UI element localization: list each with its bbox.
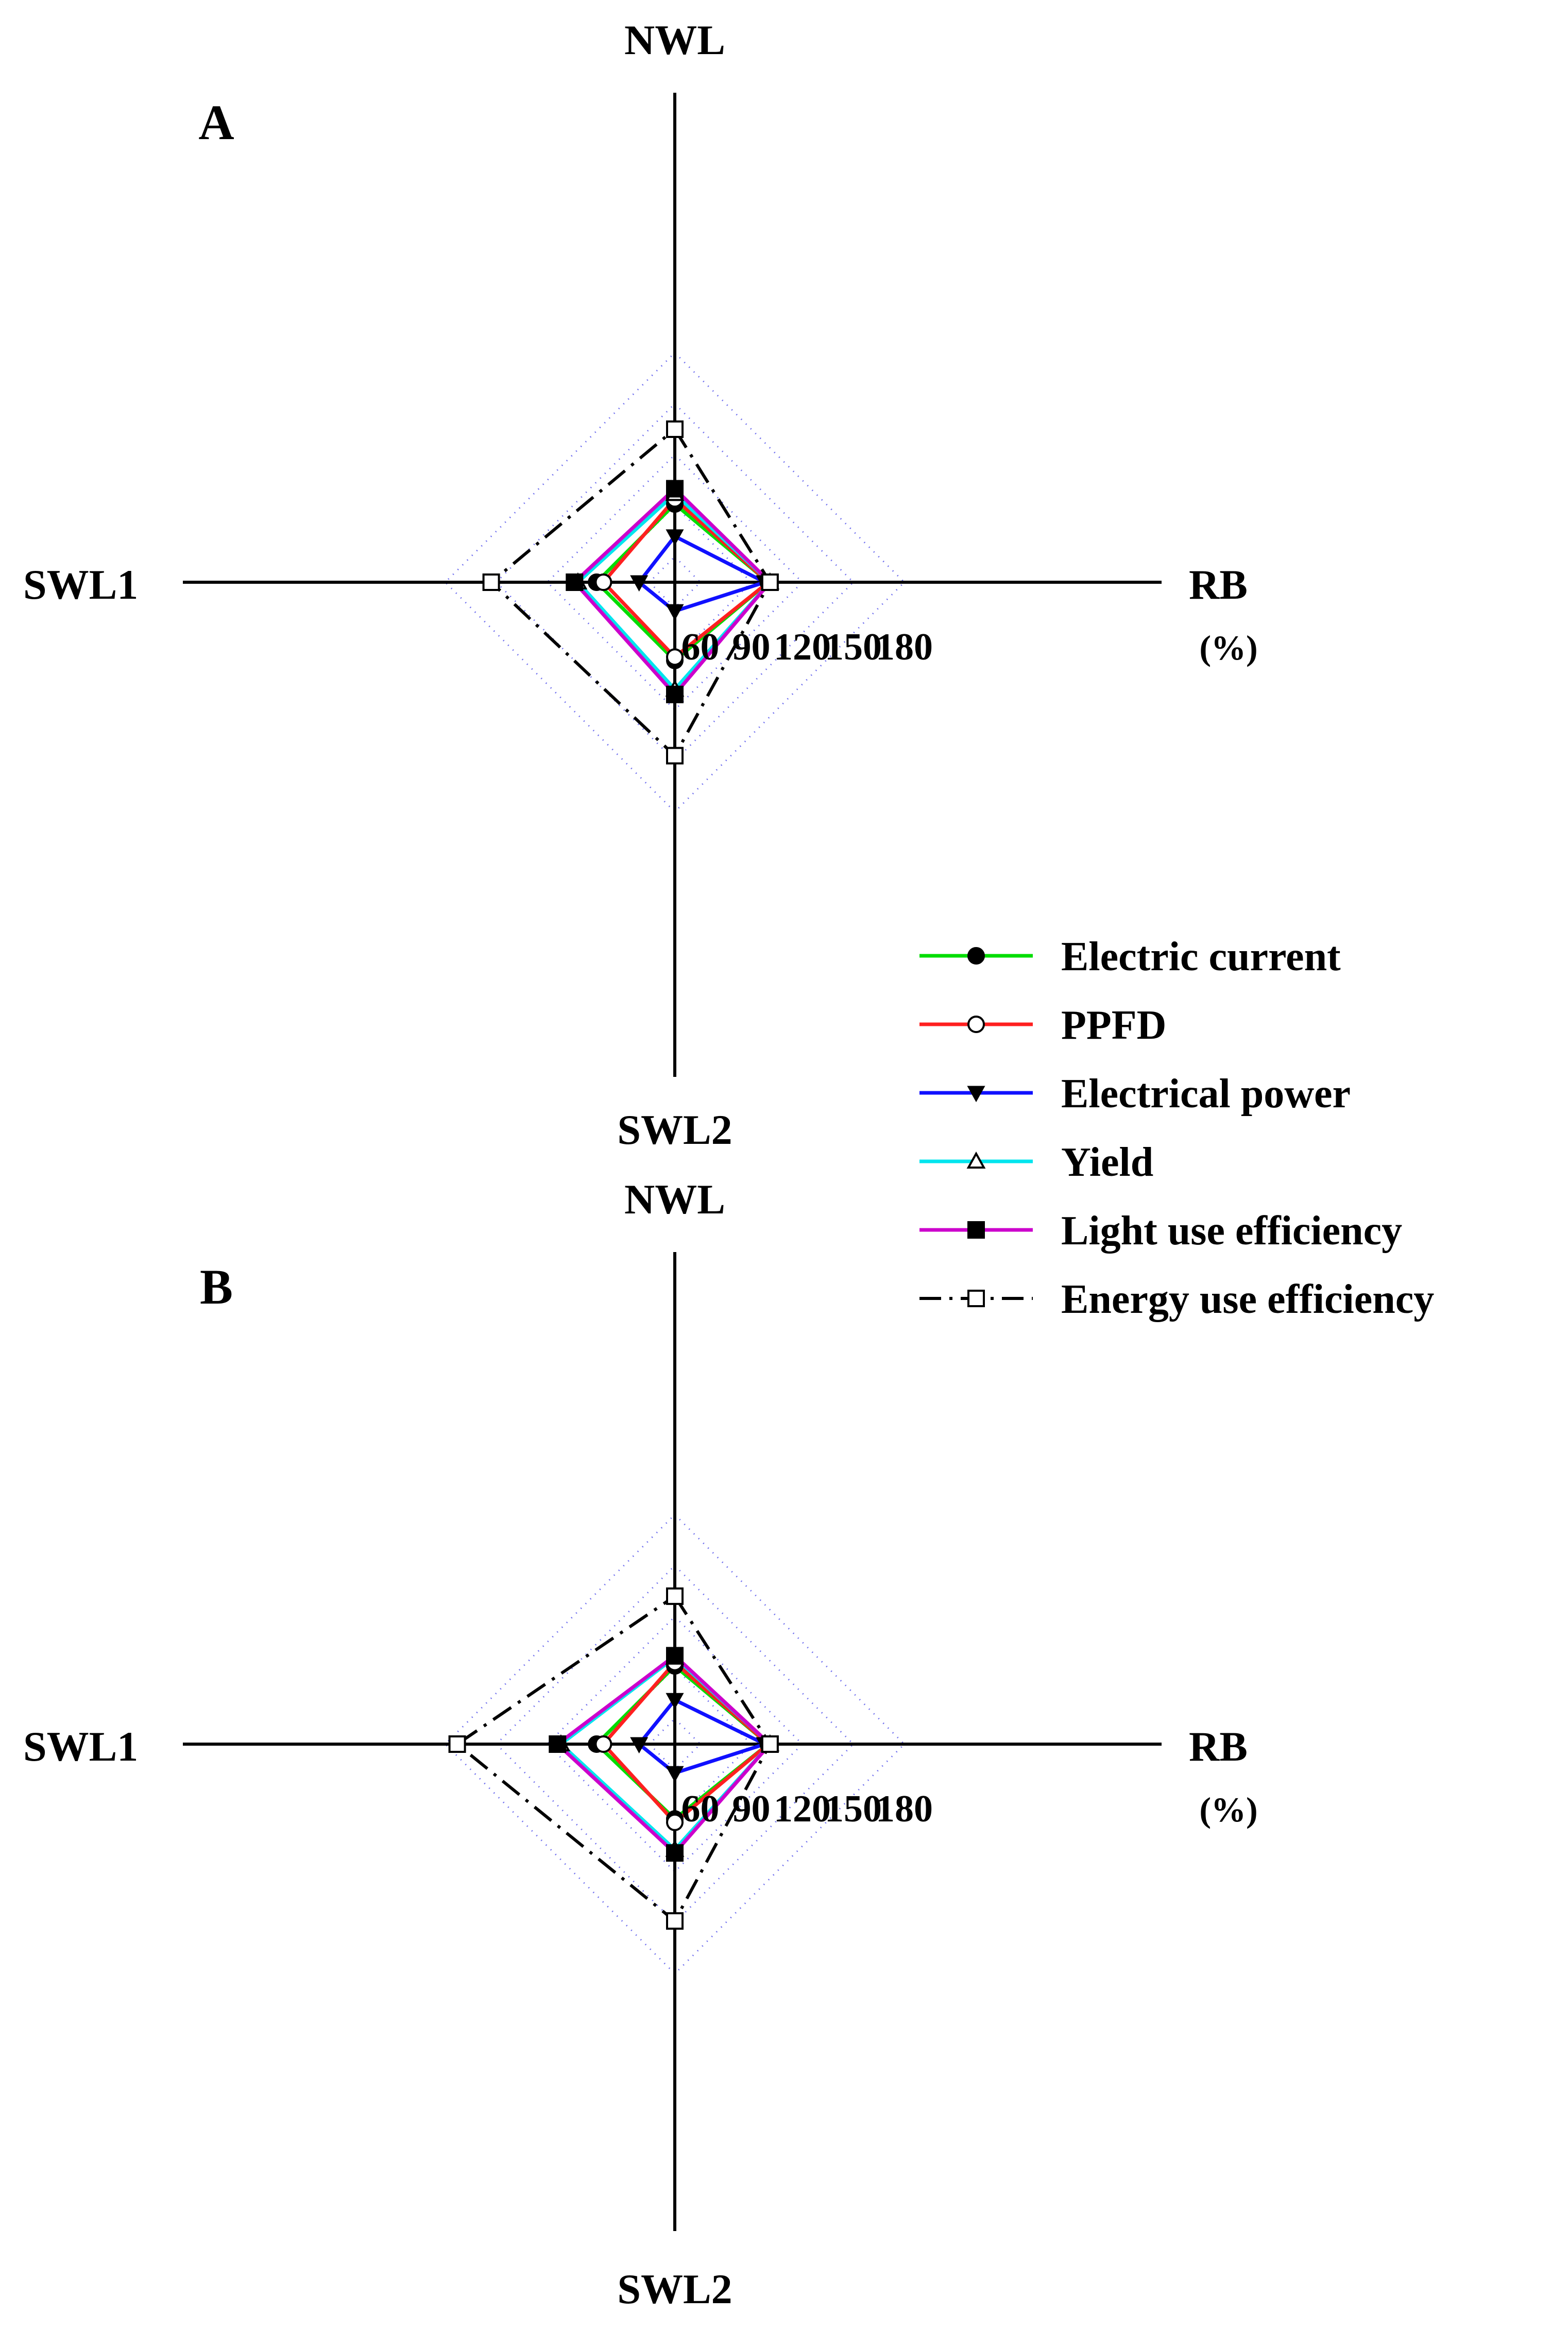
data-point — [630, 1737, 649, 1754]
data-point — [448, 1735, 466, 1753]
axis-label-rb: RB — [1189, 561, 1248, 608]
data-point — [666, 1766, 684, 1783]
axis-label-swl2: SWL2 — [617, 1106, 732, 1153]
data-point — [666, 1587, 684, 1605]
tick-label: 180 — [876, 626, 933, 668]
data-point — [761, 1735, 779, 1753]
tick-label: 180 — [876, 1788, 933, 1830]
grid-ring — [495, 402, 855, 762]
data-point — [594, 573, 612, 591]
legend-marker — [967, 947, 985, 965]
data-point — [666, 1813, 684, 1831]
data-point — [630, 575, 649, 592]
legend-label: Electrical power — [1061, 1071, 1351, 1117]
tick-label: 90 — [732, 1788, 771, 1830]
tick-label: 150 — [825, 626, 882, 668]
data-point — [482, 573, 500, 591]
data-point — [666, 529, 684, 546]
legend-marker — [967, 1016, 985, 1033]
data-point — [666, 1693, 684, 1710]
axis-label-nwl: NWL — [624, 16, 725, 63]
legend-label: Energy use efficiency — [1061, 1277, 1434, 1322]
unit-label: (%) — [1199, 628, 1257, 667]
tick-label: 120 — [774, 1788, 831, 1830]
legend-label: Yield — [1061, 1140, 1153, 1185]
data-point — [594, 1735, 612, 1753]
data-point — [549, 1735, 567, 1753]
data-point — [666, 648, 684, 666]
axis-label-swl2: SWL2 — [617, 2266, 732, 2312]
data-point — [666, 1912, 684, 1930]
data-point — [566, 573, 584, 591]
axis-label-swl1: SWL1 — [23, 561, 138, 608]
legend-label: Electric current — [1061, 934, 1341, 979]
data-point — [761, 573, 779, 591]
legend-marker — [967, 1221, 985, 1239]
tick-label: 60 — [681, 626, 720, 668]
tick-label: 90 — [732, 626, 771, 668]
data-point — [666, 420, 684, 438]
data-point — [666, 604, 684, 621]
data-point — [666, 480, 684, 498]
data-point — [666, 747, 684, 765]
legend-label: Light use efficiency — [1061, 1208, 1402, 1254]
unit-label: (%) — [1199, 1790, 1257, 1829]
legend-marker — [967, 1086, 985, 1103]
legend-marker — [967, 1290, 985, 1307]
axis-label-rb: RB — [1189, 1723, 1248, 1770]
panel-label: A — [198, 95, 234, 150]
axis-label-nwl: NWL — [624, 1176, 725, 1223]
data-point — [666, 685, 684, 703]
grid-ring — [495, 1564, 855, 1924]
tick-label: 120 — [774, 626, 831, 668]
tick-label: 150 — [825, 1788, 882, 1830]
data-point — [666, 1844, 684, 1862]
axis-label-swl1: SWL1 — [23, 1723, 138, 1770]
data-point — [666, 1647, 684, 1665]
tick-label: 60 — [681, 1788, 720, 1830]
legend-label: PPFD — [1061, 1003, 1166, 1048]
panel-label: B — [200, 1259, 233, 1314]
legend-marker — [966, 1151, 986, 1169]
